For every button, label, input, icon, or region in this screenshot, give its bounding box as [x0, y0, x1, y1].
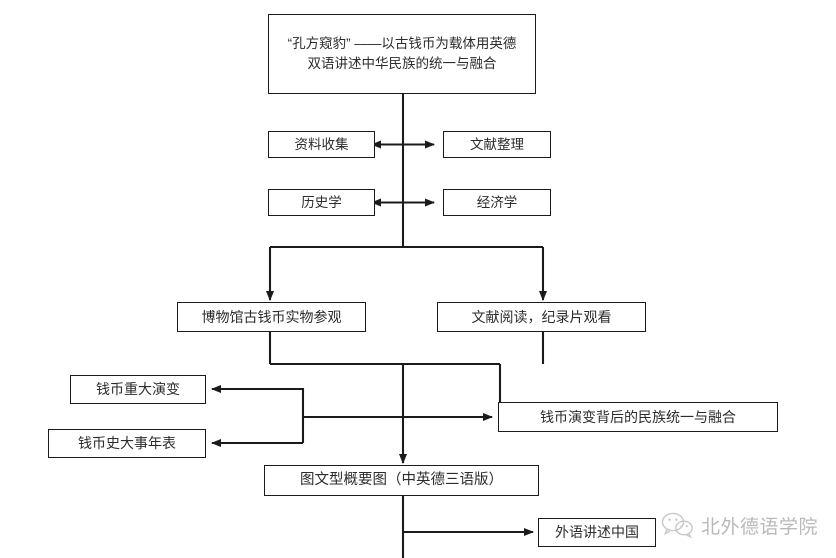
node-economics: 经济学: [443, 189, 551, 216]
node-museum-visit: 博物馆古钱币实物参观: [177, 302, 366, 332]
node-literature-sorting: 文献整理: [443, 131, 551, 158]
watermark-text: 北外德语学院: [701, 515, 819, 538]
node-ethnic-unity: 钱币演变背后的民族统一与融合: [498, 402, 778, 432]
node-reading-documentary: 文献阅读，纪录片观看: [437, 302, 646, 332]
node-project-title: “孔方窥豹” ——以古钱币为载体用英德 双语讲述中华民族的统一与融合: [268, 14, 536, 94]
node-foreign-language-china: 外语讲述中国: [538, 518, 656, 547]
node-coin-evolution: 钱币重大演变: [70, 375, 206, 404]
node-illustrated-summary: 图文型概要图（中英德三语版）: [264, 465, 539, 496]
wechat-icon: [660, 510, 694, 540]
node-history: 历史学: [268, 189, 375, 216]
watermark: 北外德语学院: [660, 503, 832, 547]
node-data-collection: 资料收集: [268, 131, 375, 158]
node-coin-chronicle: 钱币史大事年表: [48, 429, 206, 458]
